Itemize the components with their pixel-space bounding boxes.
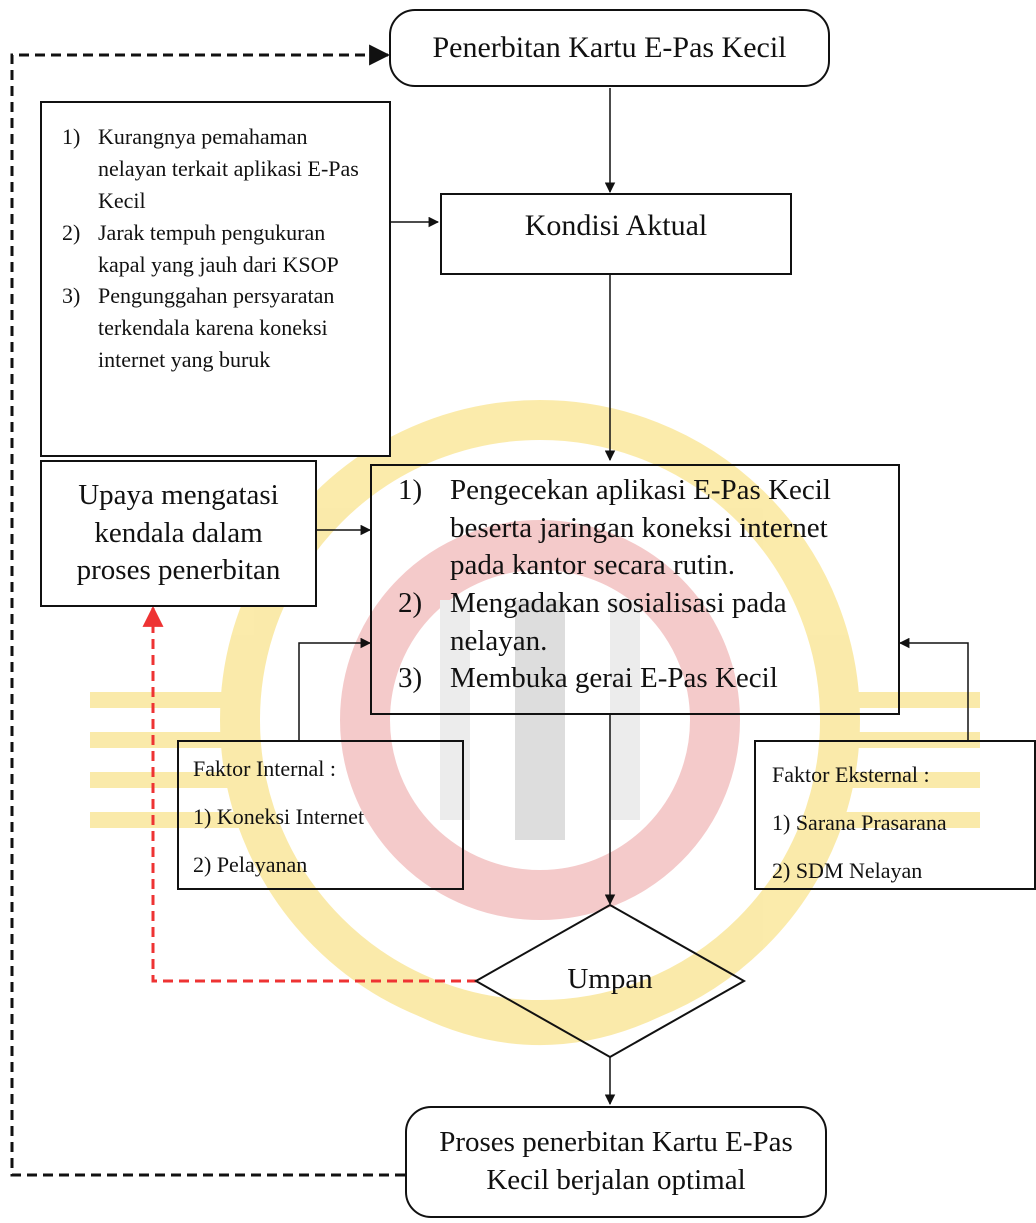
upaya-item: 1) Pengecekan aplikasi E-Pas Kecil beser… [398,474,831,582]
kondisi-box: Kondisi Aktual [440,193,792,275]
upaya-label-box: Upaya mengatasi kendala dalam proses pen… [40,460,317,607]
external-item: 1) Sarana Prasarana [772,810,947,835]
decision-diamond [473,903,747,1059]
internal-title: Faktor Internal : [193,756,336,781]
external-title: Faktor Eksternal : [772,762,930,787]
kendala-box: 1) Kurangnya pemahaman nelayan terkait a… [40,101,391,457]
title-text: Penerbitan Kartu E-Pas Kecil [432,30,787,64]
result-text: Proses penerbitan Kartu E-Pas Kecil berj… [439,1126,793,1196]
kendala-item: 3) Pengunggahan persyaratan terkendala k… [62,283,335,373]
internal-item: 1) Koneksi Internet [193,804,365,829]
arrow-eksternal-to-upaya [898,637,969,740]
arrow-internal-to-upaya [298,637,372,740]
internal-factor-box: Faktor Internal : 1) Koneksi Internet 2)… [177,740,464,890]
decision-label: Umpan [567,963,653,995]
loop-arrow-black [10,44,405,1177]
kendala-item: 1) Kurangnya pemahaman nelayan terkait a… [62,124,359,213]
internal-item: 2) Pelayanan [193,852,308,877]
upaya-item: 3) Membuka gerai E-Pas Kecil [398,662,778,695]
upaya-item: 2) Mengadakan sosialisasi pada nelayan. [398,587,787,657]
external-factor-box: Faktor Eksternal : 1) Sarana Prasarana 2… [754,740,1036,890]
kondisi-text: Kondisi Aktual [524,209,708,242]
result-box: Proses penerbitan Kartu E-Pas Kecil berj… [405,1106,827,1218]
upaya-label-text: Upaya mengatasi kendala dalam proses pen… [76,478,281,587]
upaya-box: 1) Pengecekan aplikasi E-Pas Kecil beser… [370,464,900,715]
external-item: 2) SDM Nelayan [772,858,923,883]
kendala-item: 2) Jarak tempuh pengukuran kapal yang ja… [62,219,339,277]
feedback-arrow-red [142,605,477,983]
title-box: Penerbitan Kartu E-Pas Kecil [389,9,830,87]
